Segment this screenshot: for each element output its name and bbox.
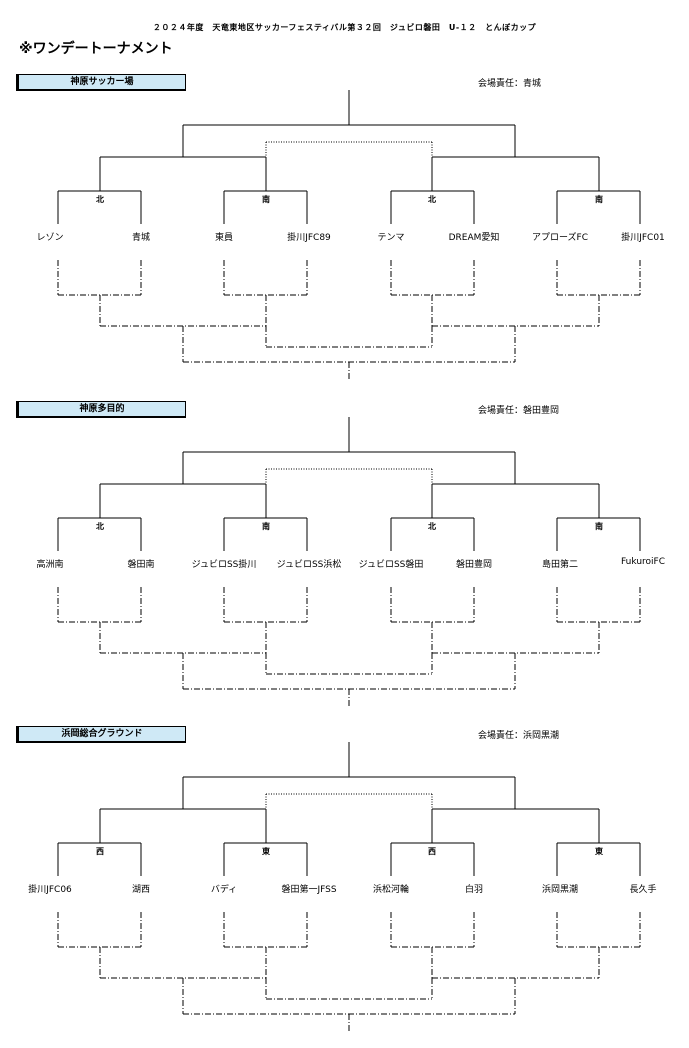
team-name: アプローズFC [531, 233, 589, 243]
group-label: 南 [595, 195, 603, 204]
venue-name: 浜岡総合グラウンド [16, 726, 186, 743]
tournament-subtitle: ※ワンデートーナメント [19, 41, 173, 57]
group-label: 北 [96, 195, 104, 204]
group-label: 東 [262, 847, 270, 856]
team-name: 青城 [131, 233, 151, 243]
team-name: 湖西 [131, 885, 151, 895]
group-label: 西 [428, 847, 436, 856]
team-name: レゾン [36, 233, 64, 243]
team-name: 高洲南 [36, 560, 64, 570]
team-name: 掛川JFC01 [621, 233, 665, 243]
team-name: 磐田南 [127, 560, 155, 570]
team-name: FukuroiFC [621, 557, 665, 567]
group-label: 南 [595, 522, 603, 531]
team-name: バディ [210, 885, 238, 895]
tournament-bracket [57, 742, 641, 1032]
team-name: DREAM愛知 [448, 233, 500, 243]
group-label: 南 [262, 522, 270, 531]
group-label: 北 [96, 522, 104, 531]
group-label: 北 [428, 195, 436, 204]
team-name: 長久手 [629, 885, 657, 895]
team-name: 浜岡黒潮 [541, 885, 579, 895]
team-name: 島田第二 [541, 560, 579, 570]
group-label: 北 [428, 522, 436, 531]
venue-name: 神原多目的 [16, 401, 186, 418]
venue-name: 神原サッカー場 [16, 74, 186, 91]
team-name: 東員 [214, 233, 234, 243]
tournament-bracket [57, 90, 641, 380]
team-name: ジュビロSS浜松 [276, 560, 342, 570]
team-name: ジュビロSS掛川 [191, 560, 257, 570]
group-label: 西 [96, 847, 104, 856]
team-name: ジュビロSS磐田 [358, 560, 424, 570]
team-name: 白羽 [464, 885, 484, 895]
team-name: 磐田豊岡 [455, 560, 493, 570]
venue-responsible: 会場責任：青城 [478, 79, 542, 89]
venue-responsible: 会場責任：磐田豊岡 [478, 406, 560, 416]
tournament-bracket [57, 417, 641, 707]
page-title: ２０２４年度 天竜東地区サッカーフェスティバル第３２回 ジュビロ磐田 U-１２ … [152, 23, 537, 32]
group-label: 東 [595, 847, 603, 856]
team-name: 浜松河輪 [372, 885, 410, 895]
venue-responsible: 会場責任：浜岡黒潮 [478, 731, 560, 741]
team-name: 掛川JFC89 [287, 233, 331, 243]
team-name: 掛川JFC06 [28, 885, 72, 895]
team-name: テンマ [377, 233, 405, 243]
team-name: 磐田第一JFSS [281, 885, 337, 895]
group-label: 南 [262, 195, 270, 204]
